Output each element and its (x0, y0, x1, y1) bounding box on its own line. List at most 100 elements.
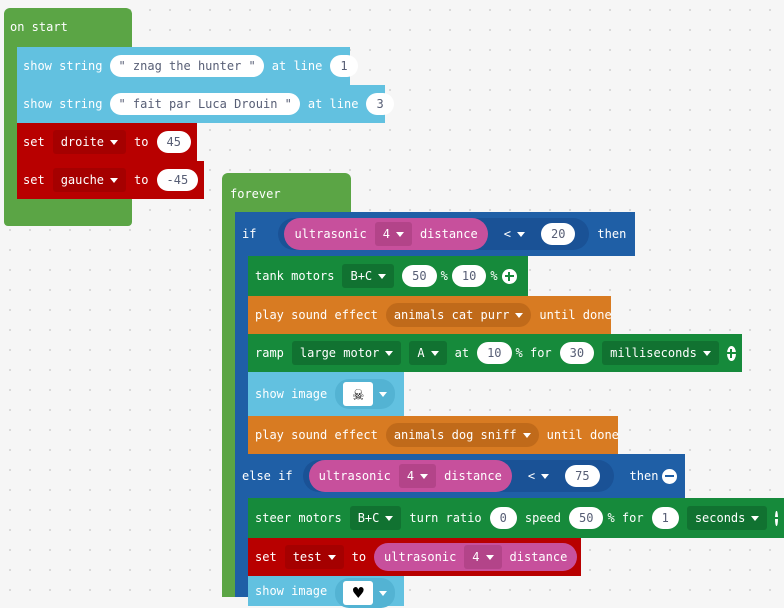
variable-name: test (292, 550, 322, 564)
sound-value: animals dog sniff (393, 428, 517, 442)
caret-icon (395, 231, 404, 237)
remove-icon[interactable] (662, 468, 678, 484)
string-input[interactable]: " znag the hunter " (110, 55, 264, 77)
if-label: if (242, 227, 257, 241)
port-value: 4 (406, 469, 415, 483)
show-image-block-2[interactable]: show image ♥ (248, 576, 404, 608)
port-dropdown[interactable]: 4 (398, 464, 437, 488)
play-sound-block-2[interactable]: play sound effect animals dog sniff unti… (248, 416, 619, 454)
caret-icon (379, 391, 388, 397)
value-input[interactable]: 45 (156, 131, 191, 153)
port-dropdown[interactable]: 4 (464, 545, 502, 569)
caret-icon (110, 177, 119, 183)
tank-motors-label: tank motors (255, 269, 335, 283)
set-label: set (255, 550, 277, 564)
show-string-label: show string (23, 59, 103, 73)
speed-input[interactable]: 50 (569, 507, 604, 529)
turn-ratio-input[interactable]: 0 (489, 507, 517, 529)
port-dropdown[interactable]: A (409, 341, 447, 365)
steer-motors-label: steer motors (255, 511, 342, 525)
distance-input[interactable]: 75 (565, 465, 600, 487)
measure-label: distance (509, 550, 568, 564)
until-done-label: until done (546, 428, 619, 442)
skull-icon: ☠ (343, 382, 374, 406)
on-start-label: on start (10, 20, 68, 34)
port-value: 4 (382, 227, 390, 241)
if-block[interactable] (235, 212, 249, 597)
caret-icon (420, 473, 429, 479)
caret-icon (485, 554, 494, 560)
left-speed-input[interactable]: 50 (402, 265, 437, 287)
speed-input[interactable]: 10 (477, 342, 512, 364)
percent-for-label: % for (515, 346, 552, 360)
show-image-block-1[interactable]: show image ☠ (248, 372, 404, 416)
to-label: to (134, 135, 149, 149)
image-dropdown[interactable]: ☠ (335, 379, 396, 409)
remove-icon[interactable] (772, 510, 781, 526)
set-test-block[interactable]: set test to ultrasonic 4 distance (248, 538, 581, 576)
add-icon[interactable] (726, 345, 737, 361)
sound-dropdown[interactable]: animals dog sniff (385, 423, 539, 447)
caret-icon (430, 350, 439, 356)
variable-dropdown[interactable]: gauche (52, 168, 127, 192)
set-gauche-block[interactable]: set gauche to -45 (17, 161, 204, 199)
ports-dropdown[interactable]: B+C (342, 264, 395, 288)
ports-value: B+C (357, 511, 380, 525)
else-if-header[interactable]: else if ultrasonic 4 distance < 75 then (235, 454, 685, 498)
speed-label: speed (524, 511, 561, 525)
heart-icon: ♥ (343, 581, 374, 605)
comparison-reporter[interactable]: ultrasonic 4 distance < 20 (278, 218, 590, 250)
variable-dropdown[interactable]: droite (52, 130, 127, 154)
then-label: then (597, 227, 627, 241)
variable-name: droite (60, 135, 105, 149)
set-label: set (23, 135, 45, 149)
time-input[interactable]: 30 (559, 342, 595, 364)
caret-icon (327, 554, 336, 560)
show-string-block-1[interactable]: show string " znag the hunter " at line … (17, 47, 358, 85)
tank-motors-block[interactable]: tank motors B+C 50 % 10 % (248, 256, 528, 296)
add-icon[interactable] (501, 268, 517, 284)
show-string-block-2[interactable]: show string " fait par Luca Drouin " at … (17, 85, 394, 123)
sensor-label: ultrasonic (384, 550, 457, 564)
set-droite-block[interactable]: set droite to 45 (17, 123, 197, 161)
ramp-block[interactable]: ramp large motor A at 10 % for 30 millis… (248, 334, 742, 372)
turn-ratio-label: turn ratio (409, 511, 482, 525)
ultrasonic-reporter[interactable]: ultrasonic 4 distance (308, 460, 512, 492)
unit-dropdown[interactable]: milliseconds (602, 341, 719, 365)
at-line-label: at line (271, 59, 323, 73)
value-input[interactable]: -45 (156, 169, 199, 191)
caret-icon (516, 231, 525, 237)
play-sound-block-1[interactable]: play sound effect animals cat purr until… (248, 296, 612, 334)
time-input[interactable]: 1 (651, 507, 679, 529)
motor-dropdown[interactable]: large motor (291, 341, 402, 365)
variable-dropdown[interactable]: test (284, 545, 344, 569)
steer-motors-block[interactable]: steer motors B+C turn ratio 0 speed 50 %… (248, 498, 784, 538)
image-dropdown[interactable]: ♥ (335, 578, 396, 608)
if-header[interactable]: if ultrasonic 4 distance < 20 then (235, 212, 635, 256)
line-input[interactable]: 3 (366, 93, 394, 115)
ports-dropdown[interactable]: B+C (349, 506, 402, 530)
set-label: set (23, 173, 45, 187)
string-input[interactable]: " fait par Luca Drouin " (110, 93, 300, 115)
unit-dropdown[interactable]: seconds (686, 506, 768, 530)
unit-value: milliseconds (610, 346, 697, 360)
sound-value: animals cat purr (393, 308, 510, 322)
ultrasonic-reporter[interactable]: ultrasonic 4 distance (374, 543, 578, 571)
ultrasonic-reporter[interactable]: ultrasonic 4 distance (284, 218, 488, 250)
distance-input[interactable]: 20 (540, 223, 576, 245)
operator-dropdown[interactable]: < (519, 464, 558, 488)
port-dropdown[interactable]: 4 (374, 222, 412, 246)
at-label: at (454, 346, 470, 360)
port-value: A (417, 346, 425, 360)
forever-label: forever (230, 187, 281, 201)
sound-dropdown[interactable]: animals cat purr (385, 303, 532, 327)
right-speed-input[interactable]: 10 (451, 265, 487, 287)
comparison-reporter[interactable]: ultrasonic 4 distance < 75 (302, 460, 614, 492)
on-start-hat[interactable]: on start (10, 17, 76, 37)
measure-label: distance (444, 469, 502, 483)
operator-dropdown[interactable]: < (495, 222, 533, 246)
line-input[interactable]: 1 (330, 55, 358, 77)
percent-label: % (490, 269, 498, 283)
operator-value: < (503, 227, 511, 241)
forever-hat[interactable]: forever (230, 184, 289, 204)
